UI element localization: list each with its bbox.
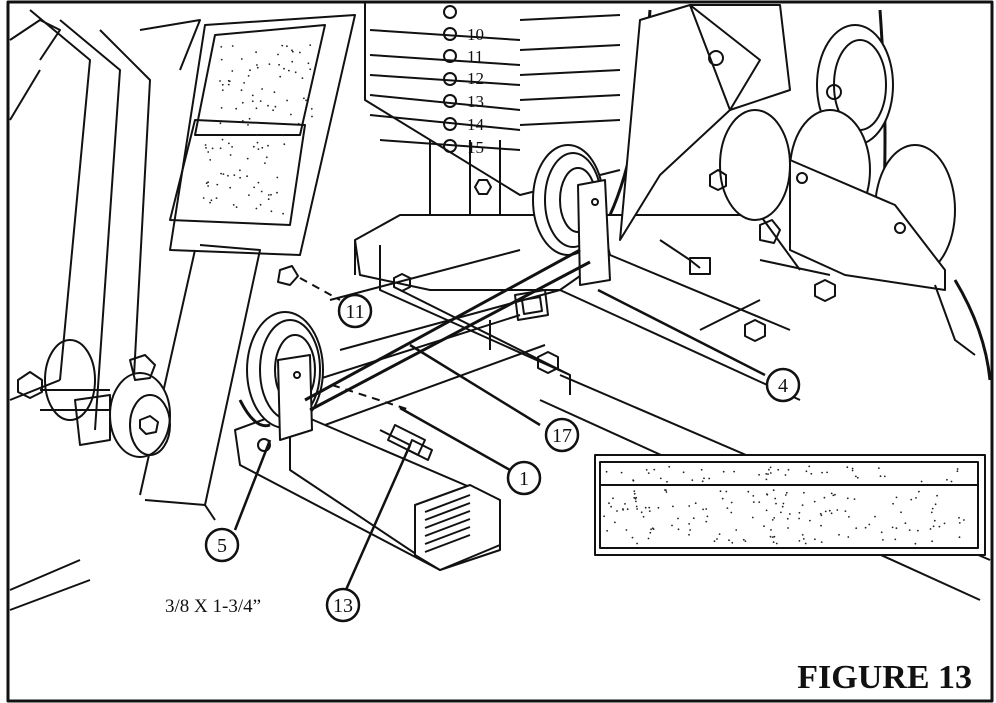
plate-number-12: 12 bbox=[467, 69, 484, 88]
figure-title: FIGURE 13 bbox=[797, 659, 972, 696]
weight-stack bbox=[364, 2, 621, 255]
callout-13: 13 bbox=[333, 595, 353, 617]
plate-number-14: 14 bbox=[467, 115, 485, 134]
callout-11: 11 bbox=[345, 301, 364, 323]
callout-1: 1 bbox=[519, 468, 529, 490]
callout-5: 5 bbox=[217, 535, 227, 557]
callout-labels: 11 4 17 1 5 13 bbox=[217, 301, 788, 617]
plate-number-11: 11 bbox=[467, 47, 483, 66]
callout-circle-17 bbox=[544, 417, 580, 453]
callout-circle-13 bbox=[325, 587, 361, 623]
callout-circle-1 bbox=[506, 460, 542, 496]
bolt-size-label: 3/8 X 1-3/4” bbox=[165, 596, 261, 617]
plate-number-13: 13 bbox=[467, 92, 484, 111]
right-pulley-assembly bbox=[619, 4, 976, 356]
plate-number-15: 15 bbox=[467, 138, 484, 157]
callout-circles bbox=[204, 293, 801, 623]
callout-circle-11 bbox=[337, 293, 373, 329]
foot-pad-left bbox=[169, 14, 356, 256]
callout-4: 4 bbox=[778, 375, 788, 397]
figure-border bbox=[6, 0, 994, 703]
leader-lines bbox=[233, 288, 766, 593]
weight-plate-numbers: 10 11 12 13 14 15 bbox=[467, 25, 485, 157]
pulley-4 bbox=[532, 144, 611, 286]
left-frame bbox=[9, 9, 201, 611]
callout-17: 17 bbox=[552, 425, 572, 447]
callout-circle-5 bbox=[204, 527, 240, 563]
plate-number-10: 10 bbox=[467, 25, 484, 44]
left-roller-assembly bbox=[17, 339, 171, 458]
bolts bbox=[277, 239, 711, 461]
foot-pad-right bbox=[594, 454, 986, 556]
foot-pad-stipple bbox=[202, 44, 965, 545]
pulley-5 bbox=[246, 311, 324, 452]
callout-circle-4 bbox=[765, 367, 801, 403]
